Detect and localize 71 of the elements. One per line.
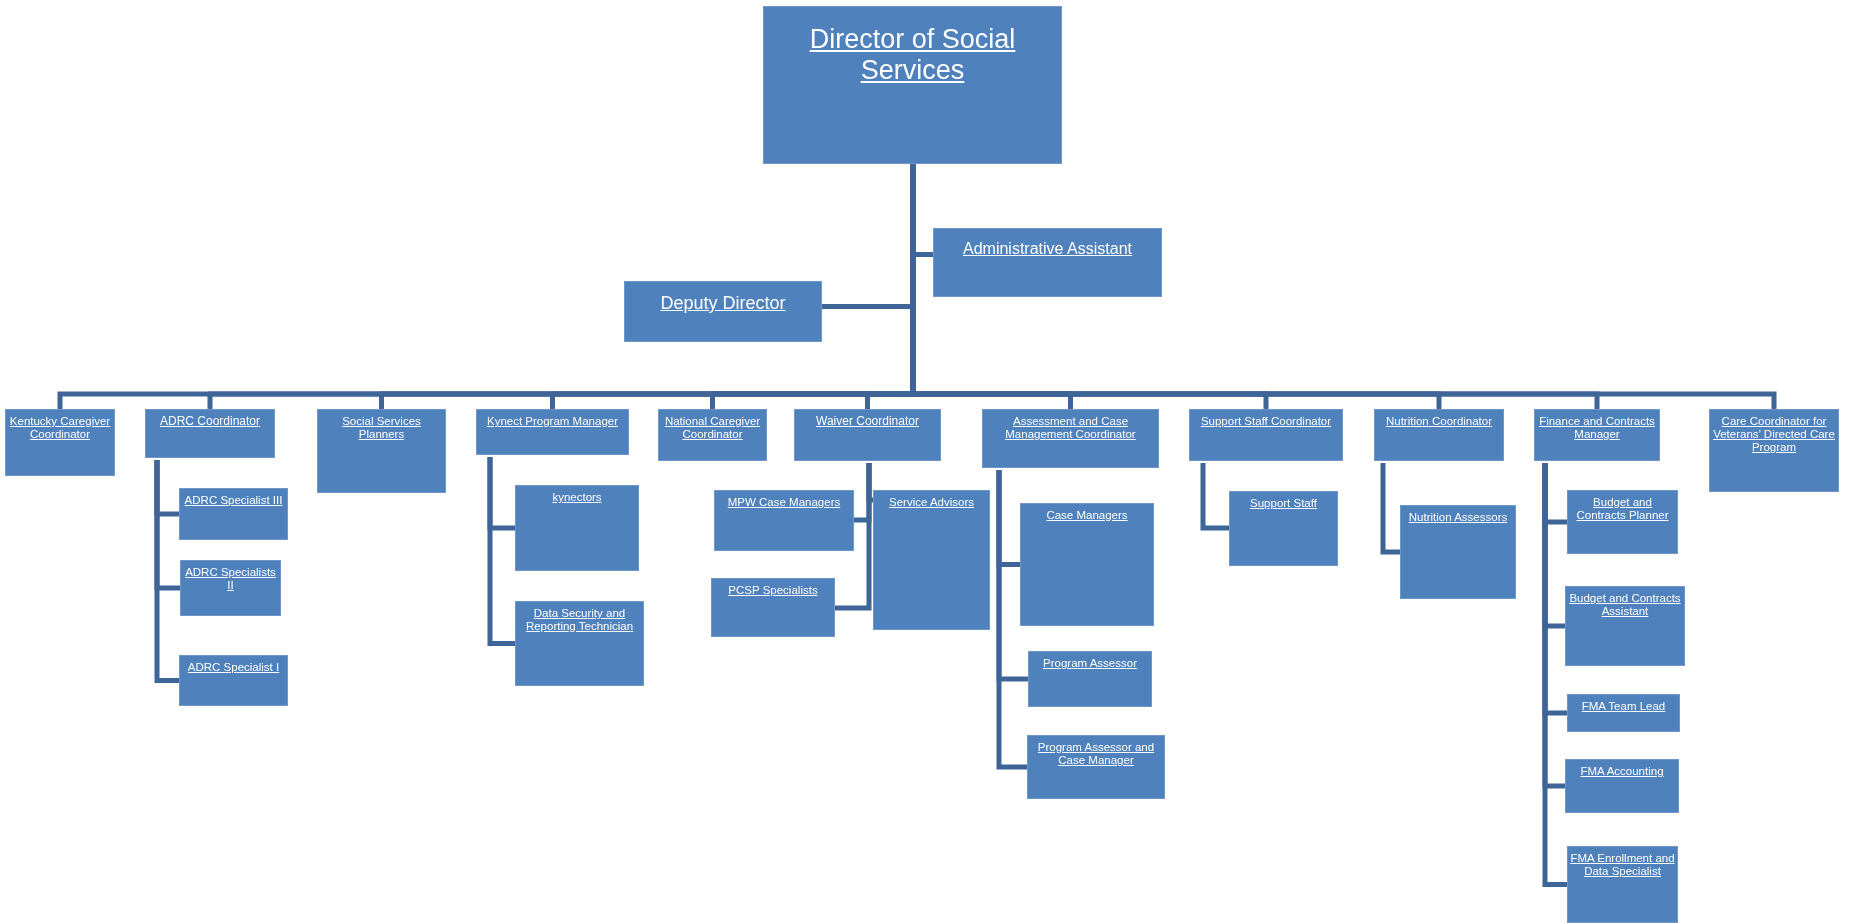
- position-title: Budget and Contracts Assistant: [1568, 592, 1682, 619]
- position-box: [1567, 846, 1678, 923]
- connector-line: [1200, 463, 1229, 531]
- position-box: [873, 490, 990, 630]
- connector-line: [835, 463, 872, 611]
- position-title: FMA Team Lead: [1581, 700, 1666, 714]
- connector-line: [1542, 463, 1567, 887]
- position-box: [933, 228, 1162, 297]
- position-title: ADRC Specialists II: [184, 566, 277, 593]
- position-title: kynectors: [552, 491, 602, 505]
- position-box: [624, 281, 822, 342]
- position-title: Finance and Contracts Manager: [1538, 415, 1656, 442]
- position-box: [1400, 505, 1516, 599]
- position-title: MPW Case Managers: [727, 496, 841, 510]
- position-title: Kentucky Caregiver Coordinator: [8, 415, 112, 442]
- position-title: PCSP Specialists: [728, 584, 818, 598]
- position-title: Deputy Director: [660, 293, 786, 314]
- position-title: Administrative Assistant: [963, 240, 1132, 259]
- position-box: [982, 409, 1159, 468]
- position-box: [1027, 735, 1165, 799]
- position-box: [1567, 490, 1678, 554]
- position-title: FMA Enrollment and Data Specialist: [1570, 852, 1675, 879]
- position-title: Assessment and Case Management Coordinator: [1004, 415, 1137, 442]
- position-box: [180, 560, 281, 616]
- position-box: [1709, 409, 1839, 492]
- position-box: [1565, 586, 1685, 666]
- position-box: [1565, 759, 1679, 813]
- position-box: [711, 578, 835, 637]
- position-box: [1189, 409, 1343, 461]
- connector-line: [1380, 463, 1400, 555]
- position-title: Service Advisors: [889, 496, 974, 510]
- position-title: Care Coordinator for Veterans’ Directed Care Program: [1712, 415, 1836, 455]
- position-box: [1567, 694, 1680, 732]
- position-title: Case Managers: [1046, 509, 1128, 523]
- position-box: [476, 409, 629, 455]
- position-box: [1229, 491, 1338, 566]
- connector-line: [487, 457, 515, 646]
- position-box: [145, 409, 275, 458]
- position-title: ADRC Specialist III: [184, 494, 283, 508]
- position-title: ADRC Specialist I: [187, 661, 280, 675]
- position-title: Nutrition Coordinator: [1385, 415, 1493, 429]
- position-title: Kynect Program Manager: [486, 415, 618, 429]
- position-box: [714, 490, 854, 551]
- position-box: [1028, 651, 1152, 707]
- connector-line: [154, 460, 179, 683]
- position-box: [179, 655, 288, 706]
- position-title: Data Security and Reporting Technician: [524, 607, 635, 634]
- position-box: [658, 409, 767, 461]
- position-title: ADRC Coordinator: [159, 415, 260, 429]
- position-title: Budget and Contracts Planner: [1575, 496, 1670, 523]
- connector-line: [996, 470, 1027, 770]
- position-box: [1374, 409, 1504, 461]
- position-box: [1020, 503, 1154, 626]
- position-title: Social Services Planners: [341, 415, 422, 442]
- position-title: Director of Social Services: [808, 24, 1017, 87]
- position-box: [179, 488, 288, 540]
- position-box: [515, 485, 639, 571]
- position-box: [515, 601, 644, 686]
- position-title: FMA Accounting: [1580, 765, 1664, 779]
- position-title: National Caregiver Coordinator: [663, 415, 762, 442]
- position-box: [763, 6, 1062, 164]
- position-box: [317, 409, 446, 493]
- position-title: Waiver Coordinator: [816, 415, 919, 429]
- position-title: Program Assessor and Case Manager: [1036, 741, 1156, 768]
- position-box: [5, 409, 115, 476]
- position-title: Nutrition Assessors: [1408, 511, 1508, 525]
- position-title: Support Staff Coordinator: [1200, 415, 1332, 429]
- position-title: Program Assessor: [1043, 657, 1137, 671]
- position-box: [794, 409, 941, 461]
- position-title: Support Staff: [1250, 497, 1317, 511]
- position-box: [1534, 409, 1660, 461]
